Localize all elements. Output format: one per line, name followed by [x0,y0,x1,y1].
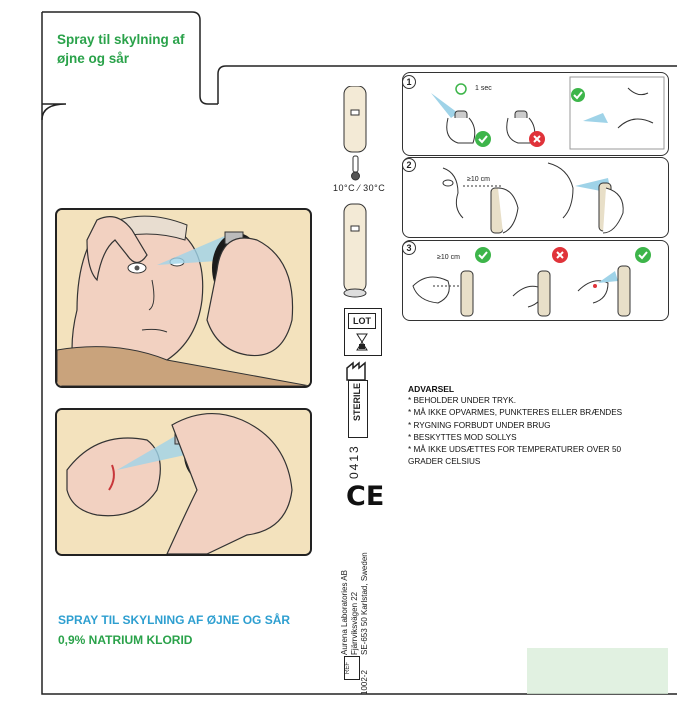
warning-title: ADVARSEL [408,384,455,394]
warning-item: * MÅ IKKE UDSÆTTES FOR TEMPERATURER OVER… [408,445,622,455]
product-name-text: SPRAY TIL SKYLNING AF ØJNE OG SÅR [58,613,291,627]
manufacturer-street: Fjärrviksvägen 22 [350,591,359,655]
warning-block: ADVARSEL * BEHOLDER UNDER TRYK. * MÅ IKK… [408,383,668,468]
manufacturer-icon [346,361,366,381]
manufacturer-address: Aurena Laboratories AB Fjärrviksvägen 22… [340,535,370,655]
eye-rinse-illustration [55,208,312,388]
title-line2: øjne og sår [57,51,130,66]
step-1-number: 1 [402,75,416,89]
title-line1: Spray til skylning af [57,32,185,47]
temperature-range: 10°C ⁄ 30°C [333,183,385,193]
instruction-step-2: 2 ≥10 cm [402,157,669,238]
eye-rinse-drawing [57,210,310,386]
ref-label: REF [344,656,360,680]
temperature-high: 30°C [363,183,386,193]
product-content-text: 0,9% NATRIUM KLORID [58,633,193,647]
sterile-symbol: STERILE R [348,380,368,438]
can-illustrations [343,86,367,298]
step-2-drawing [442,162,624,234]
warning-item: GRADER CELSIUS [408,457,481,467]
warning-item: * MÅ IKKE OPVARMES, PUNKTERES ELLER BRÆN… [408,408,623,418]
warning-item: * BESKYTTES MOD SOLLYS [408,432,517,442]
temperature-separator-icon: ⁄ [358,183,361,193]
sterile-label: STERILE [352,383,362,422]
instruction-step-3: 3 ≥10 cm [402,240,669,321]
step-3-number: 3 [402,241,416,255]
manufacturer-name: Aurena Laboratories AB [340,570,349,655]
lot-symbol: LOT [344,308,382,356]
warning-item: * RYGNING FORBUDT UNDER BRUG [408,420,551,430]
instruction-step-1: 1 1 sec [402,72,669,156]
wound-rinse-drawing [57,410,310,554]
step-3-drawing [412,247,651,317]
watermark-stamp [527,648,668,694]
temperature-low: 10°C [333,183,356,193]
label-title: Spray til skylning af øjne og sår [57,30,202,68]
ce-mark: CE [346,481,385,512]
step-1-drawing [431,76,665,150]
hourglass-icon [356,333,368,351]
warning-item: * BEHOLDER UNDER TRYK. [408,396,516,406]
wound-rinse-illustration [55,408,312,556]
ce-number: 0413 [347,444,361,479]
lot-label: LOT [348,313,376,329]
ref-code: 1002-2 [360,670,369,695]
step-3-distance: ≥10 cm [437,254,460,261]
step-2-number: 2 [402,158,416,172]
step-2-distance: ≥10 cm [467,176,490,183]
step-1-time: 1 sec [475,85,492,92]
manufacturer-city: SE-653 50 Karlstad, Sweden [360,552,369,655]
